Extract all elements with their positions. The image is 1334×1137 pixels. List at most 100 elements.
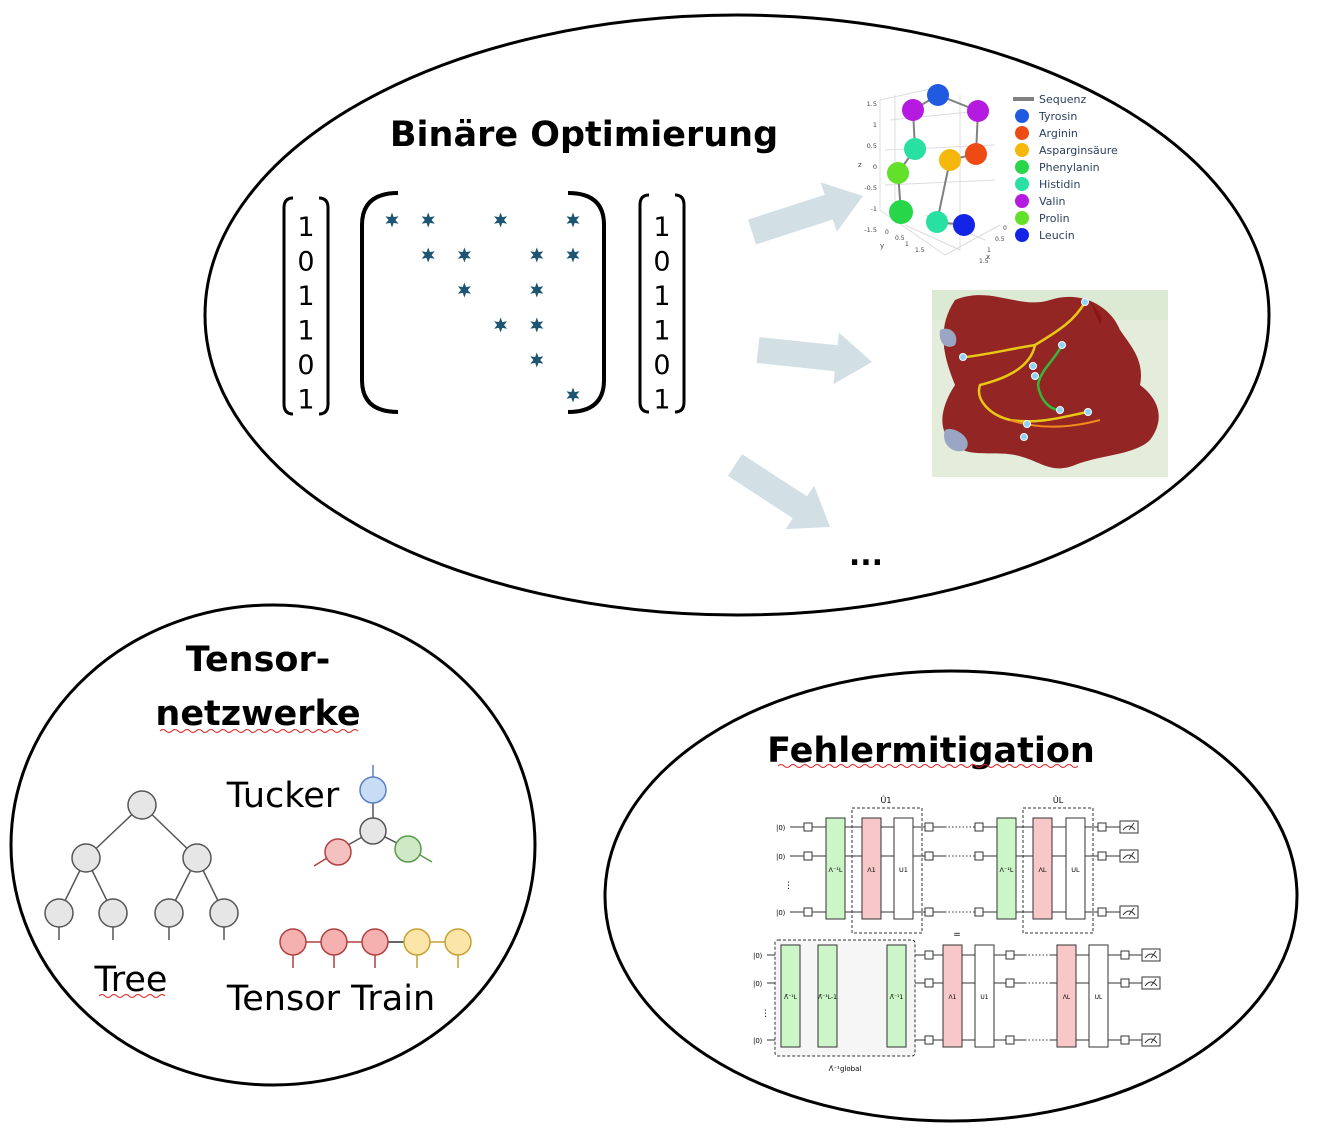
wire-box — [1097, 907, 1107, 917]
arrow-to-map — [756, 332, 872, 385]
y-tick-label: 1 — [905, 241, 909, 248]
left-vector-entry: 0 — [297, 350, 314, 381]
fehler-spellcheck-underline — [777, 764, 1079, 768]
map-location-pin — [1029, 362, 1037, 370]
left-vector-entry: 1 — [297, 281, 314, 312]
y-tick-label: 1.5 — [915, 247, 925, 254]
wire-box — [924, 822, 934, 832]
more-applications-ellipsis: ... — [849, 538, 883, 573]
amino-acid-node — [926, 211, 948, 233]
measurement-gate — [1141, 1033, 1161, 1047]
wire-box — [1120, 978, 1130, 988]
arrow-to-protein — [748, 182, 863, 245]
route-yellow — [964, 301, 1089, 423]
legend-dot-swatch — [1015, 228, 1029, 242]
circuit-gate-box — [974, 944, 995, 1048]
legend-dot-swatch — [1015, 143, 1029, 157]
tree-tensor-network — [44, 790, 239, 940]
wire-box — [803, 851, 813, 861]
tucker-label: Tucker — [226, 776, 340, 816]
map-location-pin — [1023, 420, 1031, 428]
u1-dashed-group — [851, 807, 923, 934]
circuit-gate-box — [1065, 817, 1086, 920]
wire-box — [924, 1035, 934, 1045]
circuit-gate-label: U1 — [980, 994, 988, 1001]
right-vector-entry: 1 — [653, 281, 670, 312]
z-axis-ticks: 1.510.50-0.5-1-1.5 — [864, 100, 877, 234]
tree-leaf-node — [44, 898, 74, 928]
matrix-nonzero-star — [530, 352, 544, 368]
legend-line-swatch — [1013, 97, 1034, 101]
z-tick-label: 1 — [873, 121, 877, 129]
circuit-gate-box — [893, 817, 914, 920]
wire-box — [1120, 1035, 1130, 1045]
wire-box — [1005, 978, 1015, 988]
wire-box — [924, 851, 934, 861]
legend-dot-swatch — [1015, 126, 1029, 140]
binary-optimization-ellipse — [203, 13, 1271, 617]
x-tick-label: 1 — [987, 247, 991, 254]
circuit-gate-box — [1032, 817, 1053, 920]
left-vector-entry: 1 — [297, 212, 314, 243]
train-core — [279, 928, 307, 956]
error-mitigation-title: Fehlermitigation — [767, 731, 1095, 771]
right-vector-entry: 0 — [653, 247, 670, 278]
circuit-gate-label: Λ̃⁻¹L — [784, 994, 798, 1001]
amino-acid-node — [953, 214, 975, 236]
legend-label: Arginin — [1039, 127, 1078, 140]
x-axis-label: x — [986, 253, 990, 261]
qubit-ket-label: |0⟩ — [776, 909, 786, 917]
right-vector-close-bracket — [674, 193, 686, 414]
legend-label: Asparginsäure — [1039, 144, 1118, 157]
matrix-open-bracket — [360, 191, 399, 414]
route-orange — [1009, 419, 1101, 428]
measurement-gate — [1119, 905, 1139, 919]
measurement-gate — [1119, 820, 1139, 834]
matrix-nonzero-star — [421, 247, 435, 263]
global-inverse-label: Λ̃⁻¹global — [829, 1065, 862, 1073]
qubit-ket-label: |0⟩ — [753, 1037, 763, 1045]
wire-box — [1097, 851, 1107, 861]
left-vector-close-bracket — [318, 196, 330, 416]
amino-acid-node — [889, 200, 913, 224]
tucker-factor-top — [359, 776, 387, 804]
tree-node — [71, 843, 101, 873]
tensor-networks-ellipse — [9, 603, 537, 1087]
circuit-gate-box — [861, 817, 882, 920]
amino-acid-node — [965, 143, 987, 165]
tensor-title-line1: Tensor- — [186, 640, 331, 680]
matrix-nonzero-star — [566, 247, 580, 263]
matrix-nonzero-star — [457, 282, 471, 298]
x-tick-label: 0 — [1003, 225, 1007, 232]
tensor-train-label: Tensor Train — [226, 979, 435, 1019]
circuit-gate-box — [780, 944, 801, 1048]
circuit-gate-label: Λ⁻¹L — [999, 866, 1013, 874]
circuit-gate-label: Λ⁻¹L — [828, 866, 842, 874]
tucker-factor-left — [324, 838, 352, 866]
vertical-dots: ⋮ — [784, 881, 793, 891]
tree-label: Tree — [94, 960, 168, 1000]
legend-label: Phenylanin — [1039, 161, 1100, 174]
legend-label: Prolin — [1039, 212, 1070, 225]
vertical-dots: ⋮ — [761, 1009, 770, 1019]
tree-leaf-node — [154, 898, 184, 928]
route-green — [1036, 344, 1064, 412]
circuit-gate-label: UL — [1095, 994, 1103, 1001]
map-location-pin — [1020, 433, 1028, 441]
legend-dot-swatch — [1015, 109, 1029, 123]
circuit-gate-label: ΛL — [1063, 994, 1071, 1001]
legend-dot-swatch — [1015, 177, 1029, 191]
measurement-gate — [1141, 976, 1161, 990]
circuit-equals: = — [953, 930, 961, 940]
legend-label: Leucin — [1039, 229, 1075, 242]
sequence-line — [896, 93, 980, 226]
wire-box — [974, 851, 984, 861]
map-location-pin — [959, 353, 967, 361]
qubit-ket-label: |0⟩ — [753, 952, 763, 960]
right-vector-entry: 0 — [653, 350, 670, 381]
wire-box — [924, 950, 934, 960]
y-tick-label: 0.5 — [895, 235, 905, 242]
